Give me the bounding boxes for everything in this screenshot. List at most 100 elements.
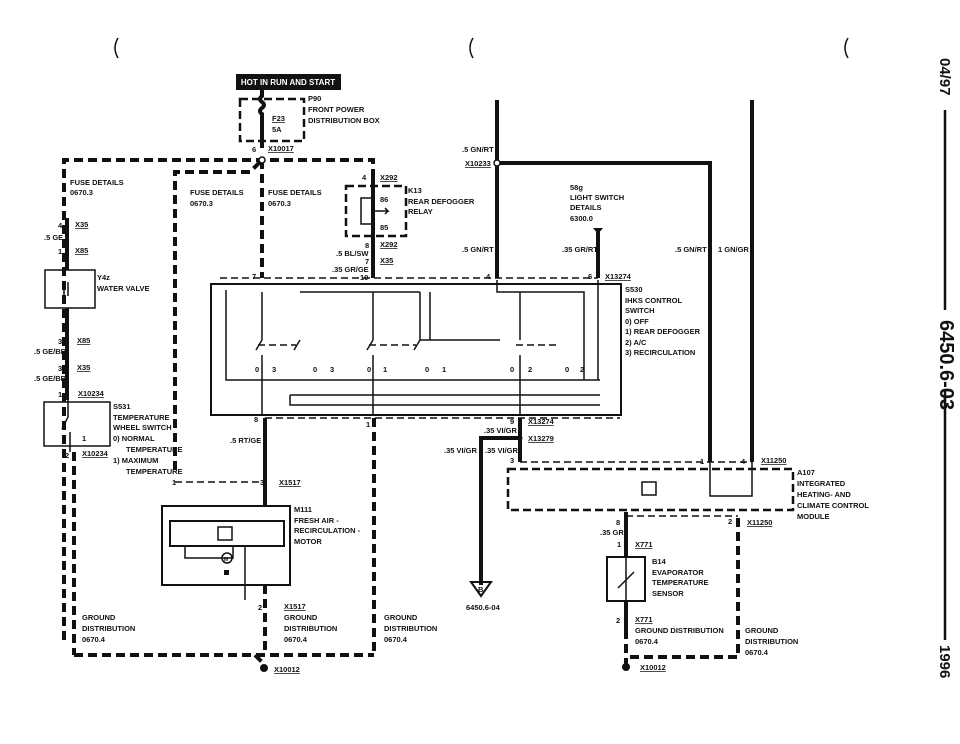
switch-icon bbox=[61, 400, 71, 452]
wire-color: .5 RT/GE bbox=[230, 436, 261, 445]
connector-label: X1517 bbox=[279, 478, 301, 487]
connector-label: X13279 bbox=[528, 434, 554, 443]
component-name-2: WHEEL SWITCH bbox=[113, 423, 172, 432]
switch-position: 0 bbox=[62, 434, 66, 443]
motor-icon bbox=[221, 552, 233, 564]
pin-label: 1 bbox=[617, 540, 621, 549]
switch-position: 0 bbox=[367, 365, 371, 374]
power-wire-2 bbox=[497, 161, 712, 462]
electronic-module-icon bbox=[641, 481, 657, 496]
switch-position: 0 bbox=[255, 365, 259, 374]
fuse-details-label: FUSE DETAILS bbox=[190, 188, 244, 197]
wire-color: .5 GE/BR bbox=[34, 347, 67, 356]
pin-label: 2 bbox=[616, 616, 620, 625]
ihks-control-switch-box bbox=[210, 283, 622, 416]
switch-position: 1 bbox=[82, 434, 86, 443]
arrow-icon bbox=[593, 228, 603, 234]
fuse-box bbox=[238, 97, 306, 143]
splice-node bbox=[258, 156, 266, 164]
pin-label: 7 bbox=[365, 257, 369, 266]
ground-label: DISTRIBUTION bbox=[82, 624, 135, 633]
wire-color: .5 GN/RT bbox=[462, 145, 494, 154]
switch-position: 0 bbox=[510, 365, 514, 374]
wire-color: .35 VI/GR bbox=[444, 446, 478, 455]
connector-label: X771 bbox=[635, 615, 653, 624]
connector-label: X10234 bbox=[82, 449, 109, 458]
component-name-2: SWITCH bbox=[625, 306, 655, 315]
electronic-module-icon bbox=[217, 526, 233, 541]
option-label: TEMPERATURE bbox=[126, 445, 183, 454]
component-name-2: HEATING- AND bbox=[797, 490, 851, 499]
ground-ref: 0670.4 bbox=[284, 635, 308, 644]
connector-label: X35 bbox=[77, 363, 90, 372]
switch-circuit bbox=[225, 280, 600, 381]
option-label: 0) OFF bbox=[625, 317, 649, 326]
pin-label: 6 bbox=[588, 272, 592, 281]
connector-label: X11250 bbox=[747, 518, 772, 527]
component-name-2: TEMPERATURE bbox=[652, 578, 709, 587]
wire-color: .35 GR/RT bbox=[562, 245, 598, 254]
component-name-2: RELAY bbox=[408, 207, 433, 216]
ground-bus bbox=[74, 653, 374, 666]
splice-node bbox=[517, 435, 523, 441]
option-label: 0) NORMAL bbox=[113, 434, 155, 443]
ground-label: DISTRIBUTION bbox=[745, 637, 798, 646]
motor-wiring bbox=[184, 546, 246, 600]
switch-position: 1 bbox=[383, 365, 387, 374]
component-name-3: CLIMATE CONTROL bbox=[797, 501, 869, 510]
pin-label: 8 bbox=[616, 518, 620, 527]
switch-position: 1 bbox=[442, 365, 446, 374]
fuse-details-ref: 0670.3 bbox=[268, 199, 291, 208]
relay-box bbox=[344, 184, 408, 238]
ground-wire bbox=[624, 516, 740, 664]
component-id: K13 bbox=[408, 186, 422, 195]
pin-label: 1 bbox=[700, 457, 704, 466]
ground-ref: 0670.4 bbox=[635, 637, 659, 646]
switch-position: 0 bbox=[313, 365, 317, 374]
connector-label: X10234 bbox=[78, 389, 105, 398]
punch-marks bbox=[114, 37, 849, 59]
component-id: B14 bbox=[652, 557, 667, 566]
connector-label: X11250 bbox=[761, 456, 786, 465]
wire-color: .5 BL/SW bbox=[336, 249, 369, 258]
connector-label: X10012 bbox=[274, 665, 300, 674]
pin-label: 6 bbox=[252, 145, 256, 154]
component-id: S530 bbox=[625, 285, 643, 294]
component-name: EVAPORATOR bbox=[652, 568, 704, 577]
pin-label: 2 bbox=[65, 451, 69, 460]
fuse-rating: 5A bbox=[272, 125, 282, 134]
ground-ref: 0670.4 bbox=[384, 635, 408, 644]
component-id: 58g bbox=[570, 183, 583, 192]
pin-label: 4 bbox=[741, 457, 746, 466]
connector-label: X1517 bbox=[284, 602, 306, 611]
switch-position: 3 bbox=[330, 365, 334, 374]
ground-label: GROUND bbox=[82, 613, 116, 622]
water-valve-box bbox=[44, 269, 96, 309]
thermistor-icon bbox=[617, 557, 635, 601]
component-id: A107 bbox=[797, 468, 815, 477]
component-name-3: SENSOR bbox=[652, 589, 684, 598]
component-id: S531 bbox=[113, 402, 131, 411]
ground-label: DISTRIBUTION bbox=[284, 624, 337, 633]
relay-arrow-icon bbox=[373, 207, 390, 215]
pin-label: 2 bbox=[258, 603, 262, 612]
wire-color: .35 GR bbox=[600, 528, 624, 537]
page-number: 6450.6-03 bbox=[935, 320, 957, 410]
module-internal bbox=[709, 462, 753, 497]
component-id: Y4z bbox=[97, 273, 110, 282]
offpage-letter: B bbox=[478, 585, 484, 594]
ground-icon bbox=[260, 664, 268, 672]
pin-label: 1 bbox=[366, 420, 370, 429]
pin-label: 2 bbox=[728, 517, 732, 526]
pin-label: 1 bbox=[58, 247, 62, 256]
switch-position: 2 bbox=[528, 365, 532, 374]
ground-label: GROUND bbox=[284, 613, 318, 622]
fuse-symbol bbox=[258, 90, 266, 148]
pin-label: 7 bbox=[252, 272, 256, 281]
ground-icon bbox=[622, 663, 630, 671]
connector-label: X292 bbox=[380, 240, 398, 249]
fuse-details-ref: 0670.3 bbox=[190, 199, 213, 208]
fuse-bus bbox=[62, 158, 375, 640]
option-label: 1) MAXIMUM bbox=[113, 456, 158, 465]
